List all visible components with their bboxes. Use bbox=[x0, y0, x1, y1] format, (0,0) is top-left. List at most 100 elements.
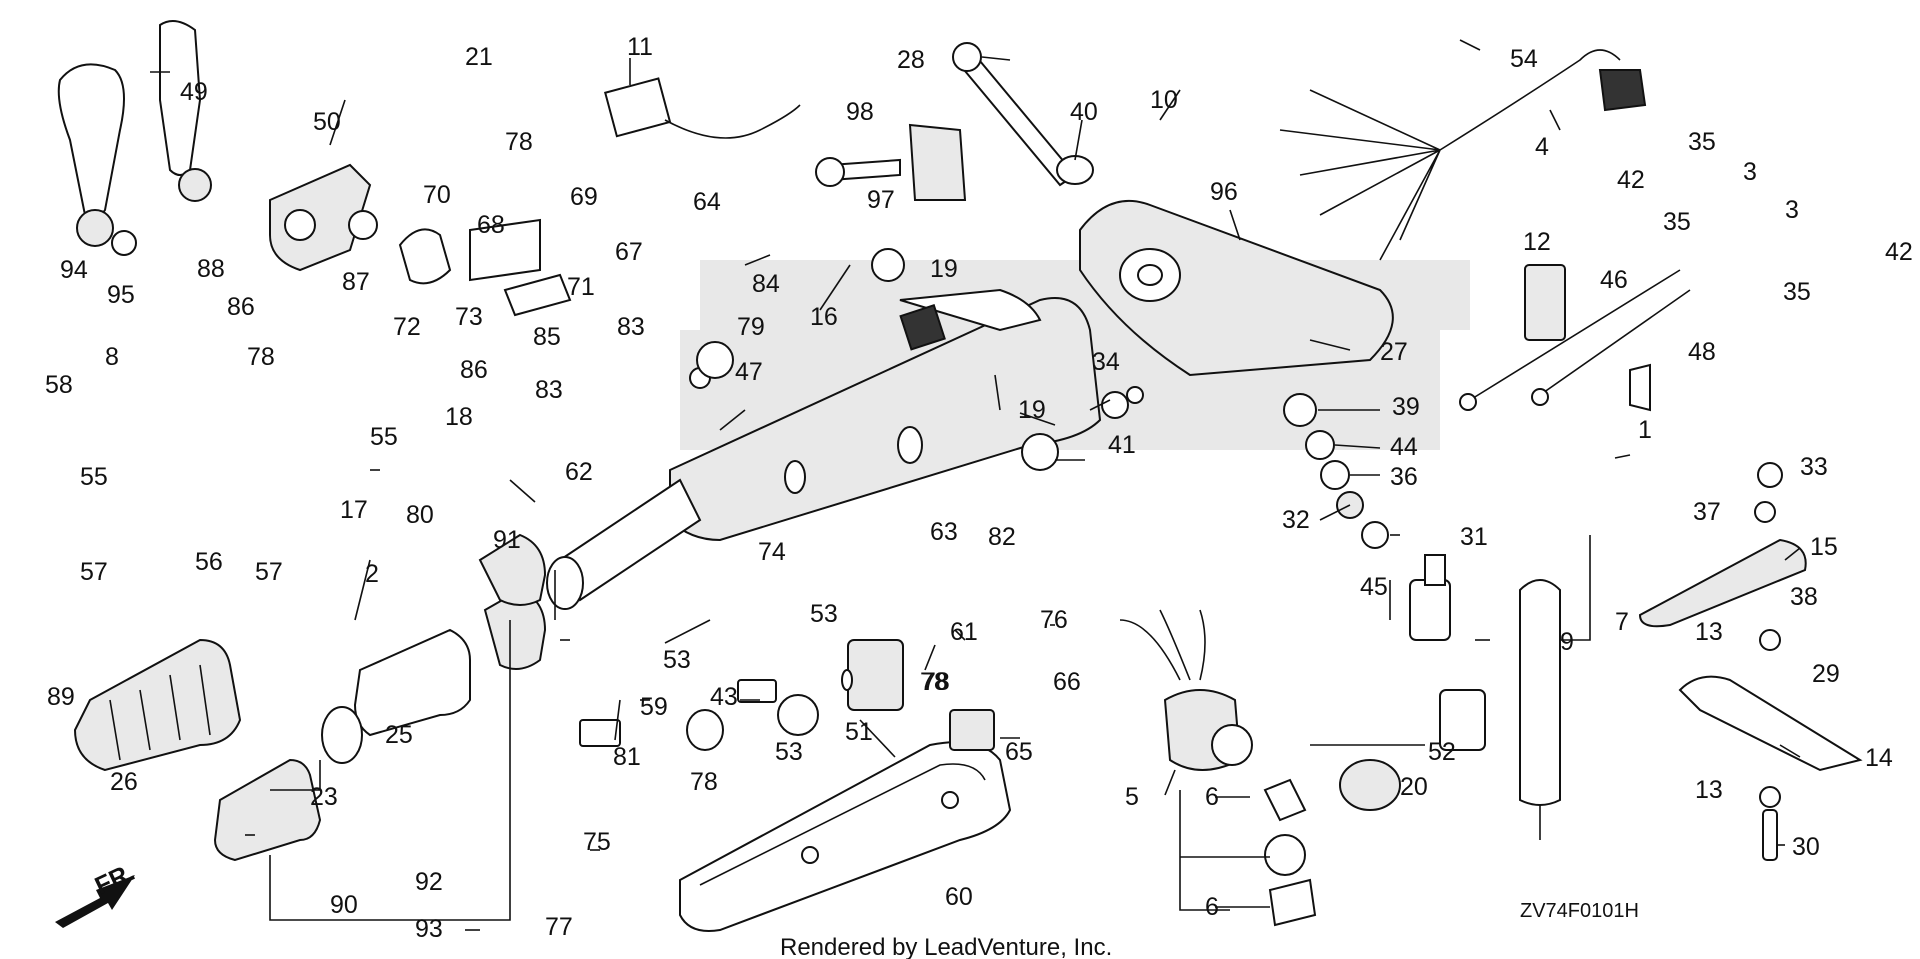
callout-97: 97 bbox=[867, 186, 895, 214]
callout-21: 21 bbox=[465, 43, 493, 71]
front-label: FR. bbox=[91, 858, 139, 900]
callout-59: 59 bbox=[640, 693, 668, 721]
callout-79: 79 bbox=[737, 313, 765, 341]
callout-57: 57 bbox=[80, 558, 108, 586]
callout-8: 8 bbox=[105, 343, 119, 371]
callout-98: 98 bbox=[846, 98, 874, 126]
callout-20: 20 bbox=[1400, 773, 1428, 801]
callout-3: 3 bbox=[1743, 158, 1757, 186]
callout-9: 9 bbox=[1560, 628, 1574, 656]
callout-29: 29 bbox=[1812, 660, 1840, 688]
callout-37: 37 bbox=[1693, 498, 1721, 526]
callout-60: 60 bbox=[945, 883, 973, 911]
callout-43: 43 bbox=[710, 683, 738, 711]
callout-numbers: 1 2 3 3 4 5 6 6 7 8 9 10 11 12 13 13 14 … bbox=[45, 33, 1913, 943]
callout-12: 12 bbox=[1523, 228, 1551, 256]
callout-44: 44 bbox=[1390, 433, 1418, 461]
callout-50: 50 bbox=[313, 108, 341, 136]
callout-63: 63 bbox=[930, 518, 958, 546]
callout-41: 41 bbox=[1108, 431, 1136, 459]
callout-80: 80 bbox=[406, 501, 434, 529]
callout-94: 94 bbox=[60, 256, 88, 284]
callout-77: 77 bbox=[545, 913, 573, 941]
callout-47: 47 bbox=[735, 358, 763, 386]
callout-14: 14 bbox=[1865, 744, 1893, 772]
callout-67: 67 bbox=[615, 238, 643, 266]
callout-62: 62 bbox=[565, 458, 593, 486]
callout-57b: 57 bbox=[255, 558, 283, 586]
callout-64: 64 bbox=[693, 188, 721, 216]
callout-78e: 78 bbox=[920, 668, 948, 696]
callout-55b: 55 bbox=[80, 463, 108, 491]
callout-17: 17 bbox=[340, 496, 368, 524]
front-arrow-icon bbox=[55, 875, 135, 928]
credit-text: Rendered by LeadVenture, Inc. bbox=[780, 934, 1112, 959]
throttle-grip-assembly bbox=[73, 533, 547, 862]
callout-13: 13 bbox=[1695, 618, 1723, 646]
callout-3b: 3 bbox=[1785, 196, 1799, 224]
callout-31: 31 bbox=[1460, 523, 1488, 551]
callout-30: 30 bbox=[1792, 833, 1820, 861]
callout-35c: 35 bbox=[1783, 278, 1811, 306]
callout-78c: 78 bbox=[922, 668, 950, 696]
callout-4: 4 bbox=[1535, 133, 1549, 161]
callout-39: 39 bbox=[1392, 393, 1420, 421]
callout-71: 71 bbox=[567, 273, 595, 301]
callout-86: 86 bbox=[227, 293, 255, 321]
callout-90: 90 bbox=[330, 891, 358, 919]
throttle-friction-mech bbox=[269, 163, 572, 317]
callout-56: 56 bbox=[195, 548, 223, 576]
callout-35: 35 bbox=[1688, 128, 1716, 156]
callout-65: 65 bbox=[1005, 738, 1033, 766]
callout-82: 82 bbox=[988, 523, 1016, 551]
callout-53b: 53 bbox=[810, 600, 838, 628]
callout-78: 78 bbox=[505, 128, 533, 156]
callout-87: 87 bbox=[342, 268, 370, 296]
callout-86b: 86 bbox=[460, 356, 488, 384]
callout-5: 5 bbox=[1125, 783, 1139, 811]
callout-42: 42 bbox=[1617, 166, 1645, 194]
tiller-bracket bbox=[1079, 199, 1394, 377]
callout-33: 33 bbox=[1800, 453, 1828, 481]
side-grips bbox=[57, 20, 212, 256]
callout-70: 70 bbox=[423, 181, 451, 209]
callout-83: 83 bbox=[617, 313, 645, 341]
callout-53: 53 bbox=[663, 646, 691, 674]
callout-88: 88 bbox=[197, 255, 225, 283]
callout-1: 1 bbox=[1638, 416, 1652, 444]
callout-93: 93 bbox=[415, 915, 443, 943]
callout-52: 52 bbox=[1428, 738, 1456, 766]
callout-32: 32 bbox=[1282, 506, 1310, 534]
leader-lines bbox=[150, 39, 1801, 931]
callout-10: 10 bbox=[1150, 86, 1178, 114]
callout-23: 23 bbox=[310, 783, 338, 811]
callout-34: 34 bbox=[1092, 348, 1120, 376]
callout-69: 69 bbox=[570, 183, 598, 211]
callout-74: 74 bbox=[758, 538, 786, 566]
callout-18: 18 bbox=[445, 403, 473, 431]
pivot-bolt-group bbox=[815, 42, 1094, 201]
callout-7: 7 bbox=[1615, 608, 1629, 636]
callout-13b: 13 bbox=[1695, 776, 1723, 804]
callout-84: 84 bbox=[752, 270, 780, 298]
tiller-handle-body bbox=[546, 288, 1102, 610]
callout-35b: 35 bbox=[1663, 208, 1691, 236]
callout-15: 15 bbox=[1810, 533, 1838, 561]
callout-92: 92 bbox=[415, 868, 443, 896]
right-side-parts bbox=[1409, 538, 1863, 840]
callout-72: 72 bbox=[393, 313, 421, 341]
callout-19b: 19 bbox=[1018, 396, 1046, 424]
callout-95: 95 bbox=[107, 281, 135, 309]
callout-91: 91 bbox=[493, 526, 521, 554]
drawing-code: ZV74F0101H bbox=[1520, 900, 1639, 922]
callout-2: 2 bbox=[365, 560, 379, 588]
callout-40: 40 bbox=[1070, 98, 1098, 126]
callout-78b: 78 bbox=[247, 343, 275, 371]
callout-66: 66 bbox=[1053, 668, 1081, 696]
callout-58: 58 bbox=[45, 371, 73, 399]
callout-19: 19 bbox=[930, 255, 958, 283]
callout-45: 45 bbox=[1360, 573, 1388, 601]
callout-25: 25 bbox=[385, 721, 413, 749]
cables-and-remote bbox=[1459, 264, 1691, 412]
